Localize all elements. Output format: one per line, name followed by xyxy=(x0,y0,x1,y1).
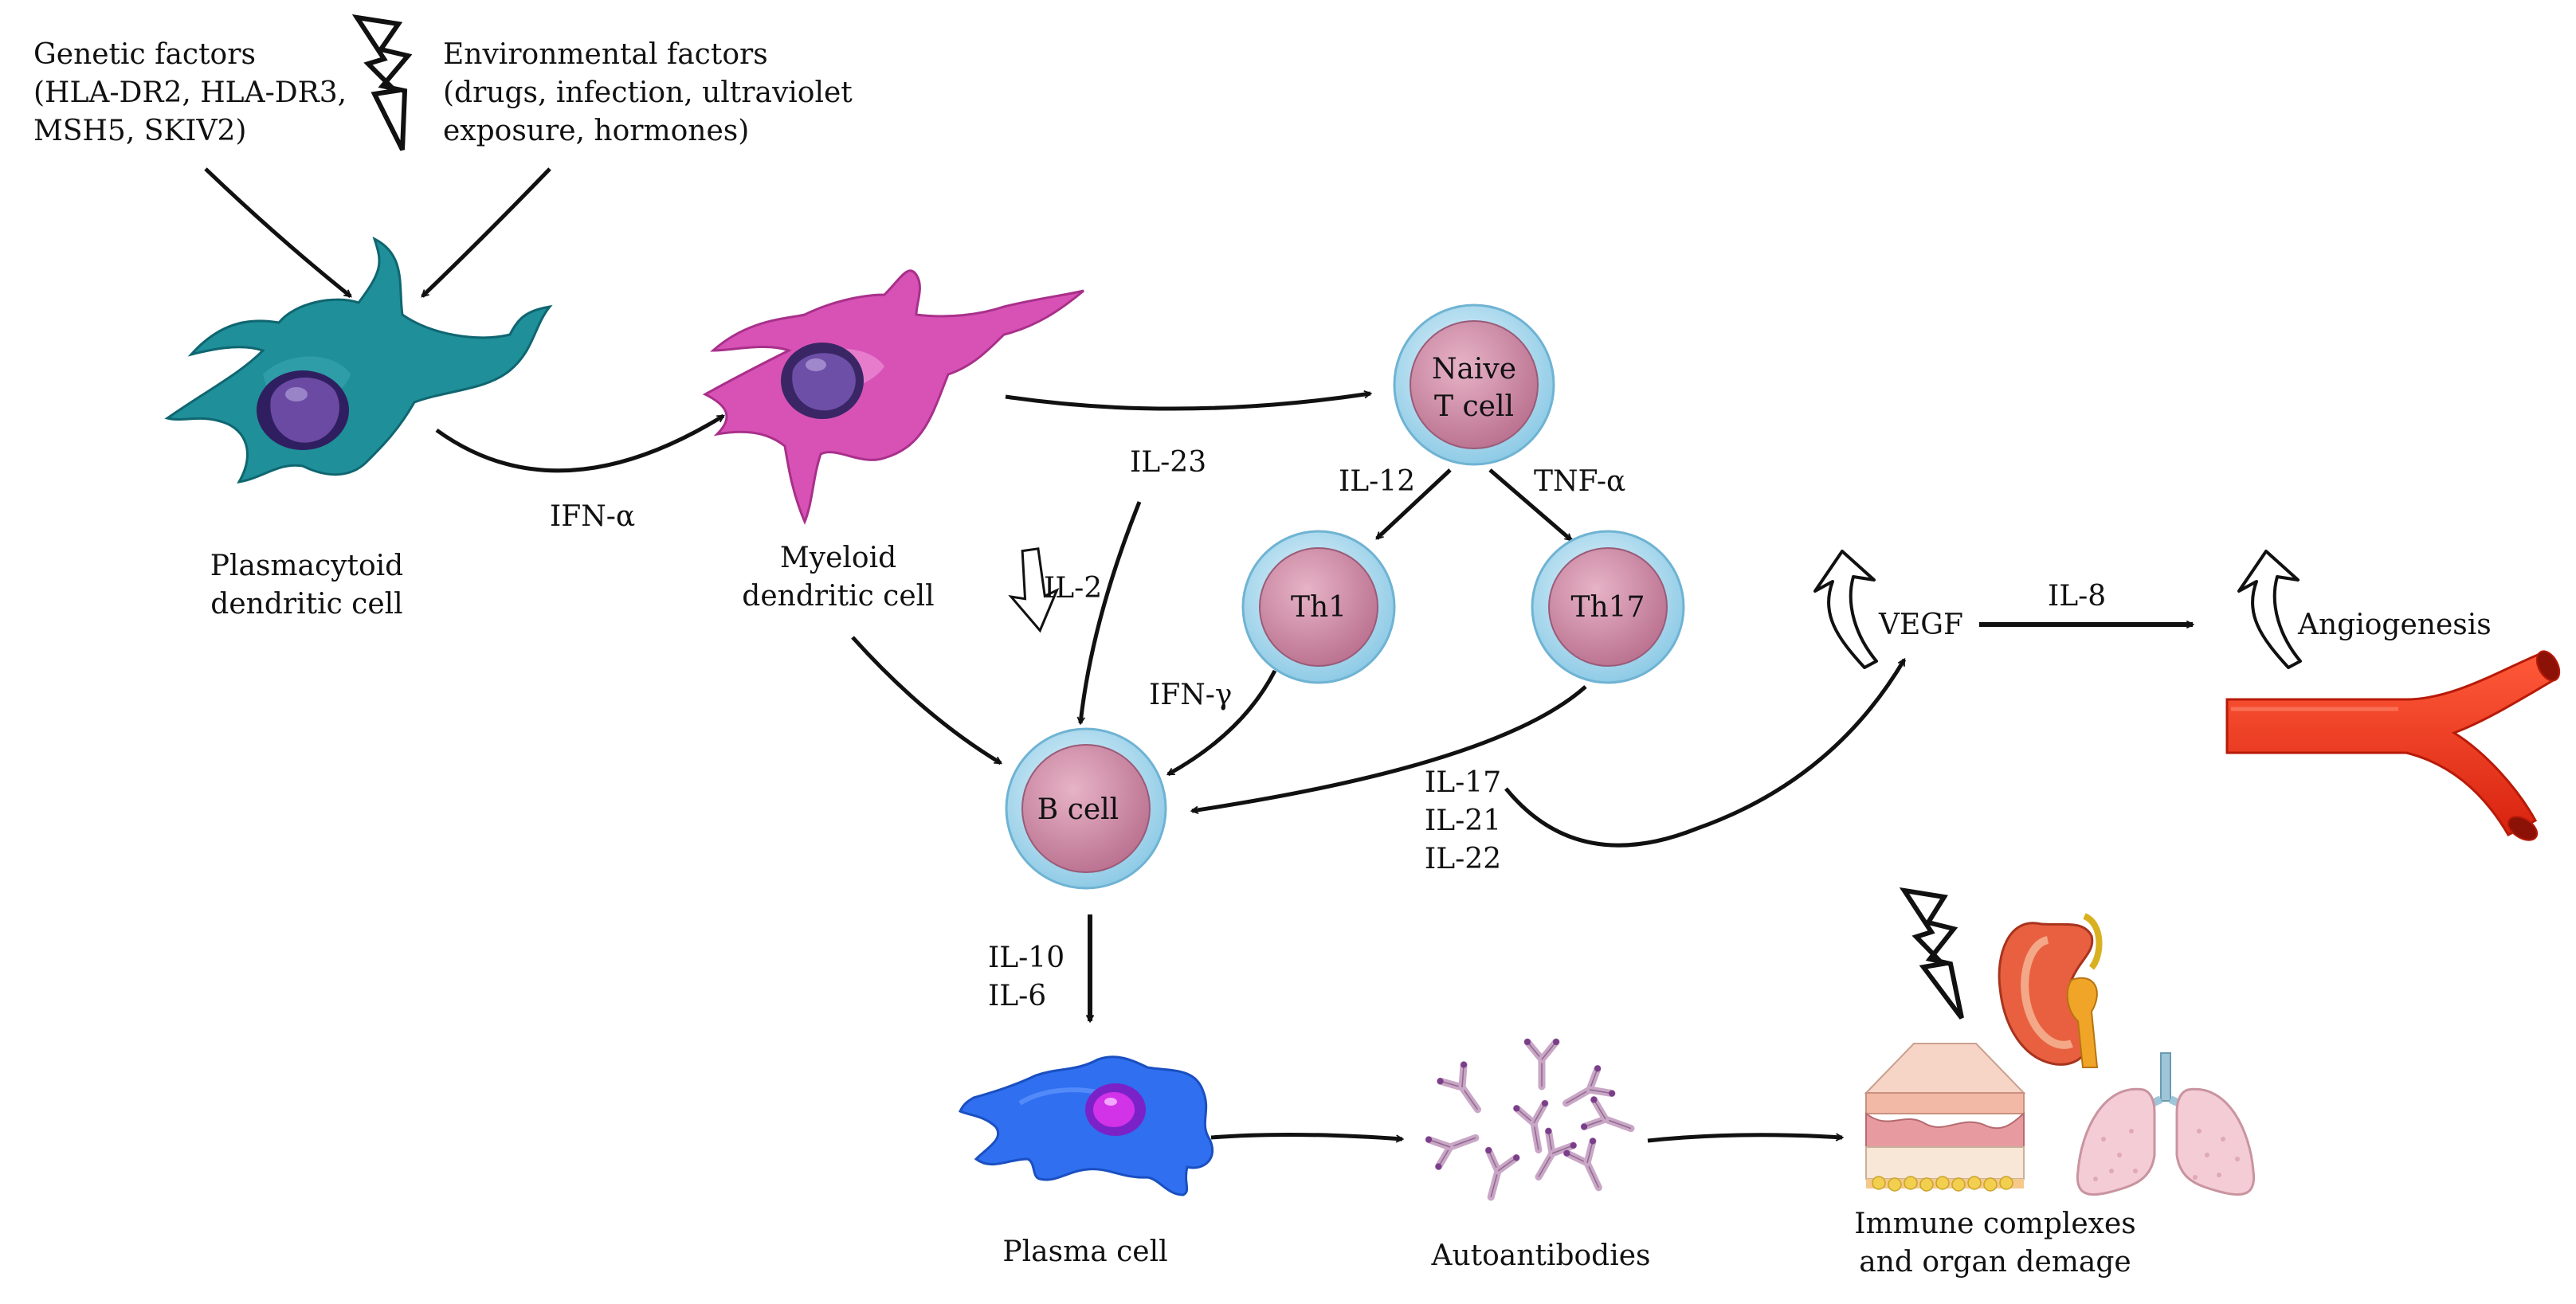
th17-cell: Th17 xyxy=(1531,530,1685,684)
antibody-icon xyxy=(1437,1061,1482,1114)
svg-text:Plasmacytoid: Plasmacytoid xyxy=(210,550,403,582)
svg-text:Naive: Naive xyxy=(1432,353,1516,386)
plasmacytoid-dendritic-cell xyxy=(164,237,553,484)
il2-label: IL-2 xyxy=(1044,572,1102,605)
arrow-plasma-to-autoantibodies xyxy=(1210,1132,1402,1139)
lightning-bolt-icon xyxy=(351,14,413,151)
plasma-cell xyxy=(958,1055,1214,1196)
antibody-icon xyxy=(1535,1127,1578,1181)
myeloid-dendritic-cell xyxy=(702,269,1084,525)
arrow-th17-to-bcell xyxy=(1192,685,1587,811)
autoantibodies-label: Autoantibodies xyxy=(1430,1239,1650,1272)
tnf-alpha-label: TNF-α xyxy=(1534,465,1625,498)
antibody-icon xyxy=(1523,1038,1560,1091)
svg-text:IL-22: IL-22 xyxy=(1425,843,1501,875)
arrow-naive-to-th1 xyxy=(1377,468,1452,540)
svg-text:MSH5, SKIV2): MSH5, SKIV2) xyxy=(33,115,246,147)
svg-text:IL-21: IL-21 xyxy=(1425,805,1501,837)
arrow-pdc-to-mdc xyxy=(435,413,723,473)
vegf-hollow-up-arrow-icon xyxy=(1813,550,1878,669)
antibody-icon xyxy=(1425,1134,1480,1170)
svg-text:Immune complexes: Immune complexes xyxy=(1854,1208,2136,1240)
arrow-naive-to-th17 xyxy=(1488,468,1571,542)
svg-text:Myeloid: Myeloid xyxy=(780,542,896,574)
angiogenesis-hollow-up-arrow-icon xyxy=(2237,550,2302,669)
svg-text:Th17: Th17 xyxy=(1570,591,1645,624)
angiogenesis-label: Angiogenesis xyxy=(2297,609,2492,641)
svg-text:IL-17: IL-17 xyxy=(1425,766,1501,799)
il17-il21-il22-label: IL-17 IL-21 IL-22 xyxy=(1425,766,1501,875)
arrow-il17-to-vegf xyxy=(1504,660,1907,848)
svg-text:dendritic cell: dendritic cell xyxy=(742,580,934,613)
svg-text:exposure, hormones): exposure, hormones) xyxy=(443,115,749,147)
b-cell: B cell xyxy=(1005,727,1167,890)
svg-text:dendritic cell: dendritic cell xyxy=(210,588,402,621)
pdc-label: Plasmacytoid dendritic cell xyxy=(210,550,403,621)
ifn-alpha-label: IFN-α xyxy=(550,500,635,533)
antibody-icon xyxy=(1562,1064,1616,1107)
vegf-label: VEGF xyxy=(1878,609,1963,641)
arrow-autoantibodies-to-organs xyxy=(1647,1133,1842,1143)
svg-text:and organ demage: and organ demage xyxy=(1859,1246,2131,1279)
antibody-icon xyxy=(1580,1096,1635,1133)
il10-il6-label: IL-10 IL-6 xyxy=(988,942,1065,1012)
il8-label: IL-8 xyxy=(2048,580,2106,613)
arrow-th1-to-bcell xyxy=(1168,669,1277,777)
th1-cell: Th1 xyxy=(1241,530,1396,684)
svg-text:T cell: T cell xyxy=(1434,390,1514,423)
ifn-gamma-label: IFN-γ xyxy=(1149,679,1232,711)
svg-text:B cell: B cell xyxy=(1037,793,1119,826)
antibody-icon xyxy=(1512,1099,1549,1153)
svg-text:IL-10: IL-10 xyxy=(988,942,1065,974)
autoantibodies-cluster xyxy=(1425,1038,1635,1201)
skin-tissue-icon xyxy=(1864,1043,2026,1192)
plasma-cell-label: Plasma cell xyxy=(1002,1235,1167,1268)
immune-complexes-label: Immune complexes and organ demage xyxy=(1854,1208,2136,1279)
arrow-mdc-to-bcell xyxy=(851,636,1001,766)
kidney-icon xyxy=(1998,913,2103,1068)
organ-lightning-bolt-icon xyxy=(1899,887,1964,1020)
il2-hollow-arrow-icon xyxy=(1008,547,1060,633)
svg-text:(drugs, infection, ultraviolet: (drugs, infection, ultraviolet xyxy=(443,76,853,109)
arrow-genetic-to-pdc xyxy=(204,167,351,298)
antibody-icon xyxy=(1484,1146,1520,1201)
svg-text:Th1: Th1 xyxy=(1291,591,1347,624)
il23-label: IL-23 xyxy=(1130,446,1206,479)
naive-t-cell: Naive T cell xyxy=(1393,303,1555,466)
svg-text:(HLA-DR2, HLA-DR3,: (HLA-DR2, HLA-DR3, xyxy=(33,76,347,109)
environmental-factors-label: Environmental factors (drugs, infection,… xyxy=(443,38,853,147)
arrow-mdc-to-naive xyxy=(1005,394,1370,411)
lungs-icon xyxy=(2076,1052,2256,1196)
arrow-il23-to-bcell xyxy=(1080,501,1142,723)
arrow-environment-to-pdc xyxy=(422,167,551,298)
il12-label: IL-12 xyxy=(1339,465,1415,498)
svg-text:Genetic factors: Genetic factors xyxy=(33,38,256,71)
mdc-label: Myeloid dendritic cell xyxy=(742,542,934,613)
blood-vessel-icon xyxy=(2225,650,2561,841)
genetic-factors-label: Genetic factors (HLA-DR2, HLA-DR3, MSH5,… xyxy=(33,38,347,147)
antibody-icon xyxy=(1562,1137,1602,1192)
svg-text:Environmental factors: Environmental factors xyxy=(443,38,768,71)
svg-text:IL-6: IL-6 xyxy=(988,980,1046,1012)
